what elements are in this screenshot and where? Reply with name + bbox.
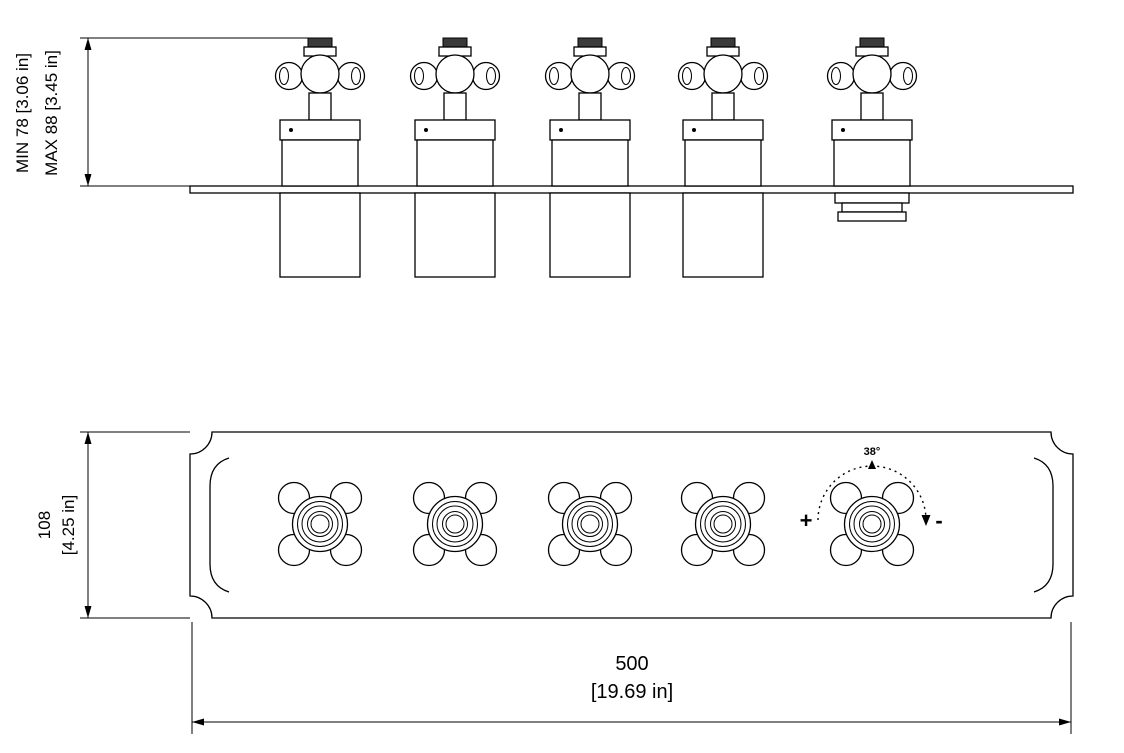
temp-increase-label: +: [800, 508, 813, 533]
plate-bracket-left: [209, 457, 230, 593]
valve-body-lower-1: [279, 192, 361, 278]
dim-depth: MIN 78 [3.06 in] MAX 88 [3.45 in]: [13, 37, 308, 187]
valve-body-lower-2: [414, 192, 496, 278]
dim-width-arrow-left: [192, 718, 204, 726]
temp-dial-top-tick: [868, 460, 876, 469]
trim-plate: [189, 431, 1074, 619]
plate-edge: [189, 185, 1074, 194]
dim-height-label-mm: 108: [35, 511, 54, 539]
dim-depth-label-min: MIN 78 [3.06 in]: [13, 53, 32, 173]
dim-depth-label-max: MAX 88 [3.45 in]: [42, 50, 61, 176]
temp-dial-arc-arrow: [921, 515, 931, 526]
valve-side-3: [544, 37, 636, 187]
valve-body-lower-3: [549, 192, 631, 278]
dim-height: 108 [4.25 in]: [35, 431, 190, 619]
temperature-dial: 38° + -: [800, 446, 943, 533]
cartridge-step-2: [841, 202, 903, 213]
dim-width-label-mm: 500: [615, 653, 648, 675]
dim-width-arrow-right: [1059, 718, 1071, 726]
temp-setpoint-label: 38°: [864, 446, 881, 458]
dim-width: 500 [19.69 in]: [191, 622, 1072, 734]
dim-height-label-in: [4.25 in]: [59, 495, 78, 556]
valve-side-1: [274, 37, 366, 187]
cartridge-step-3: [837, 211, 907, 222]
dim-height-arrow-down: [84, 606, 92, 618]
plate-bracket-right: [1033, 457, 1054, 593]
dim-depth-arrow-up: [84, 38, 92, 50]
valve-side-4: [677, 37, 769, 187]
valve-side-5-thermostat: [826, 37, 918, 187]
dim-height-arrow-up: [84, 432, 92, 444]
valve-body-lower-4: [682, 192, 764, 278]
cartridge-step-1: [834, 192, 910, 204]
temp-decrease-label: -: [935, 508, 942, 533]
front-view: 38° + - 108 [4.25 in] 500 [19.69 in]: [35, 431, 1074, 734]
dim-depth-arrow-down: [84, 174, 92, 186]
thermostat-cartridge-lower: [834, 192, 910, 222]
dim-width-label-in: [19.69 in]: [591, 681, 673, 703]
side-view: MIN 78 [3.06 in] MAX 88 [3.45 in]: [13, 37, 1074, 278]
valve-side-2: [409, 37, 501, 187]
